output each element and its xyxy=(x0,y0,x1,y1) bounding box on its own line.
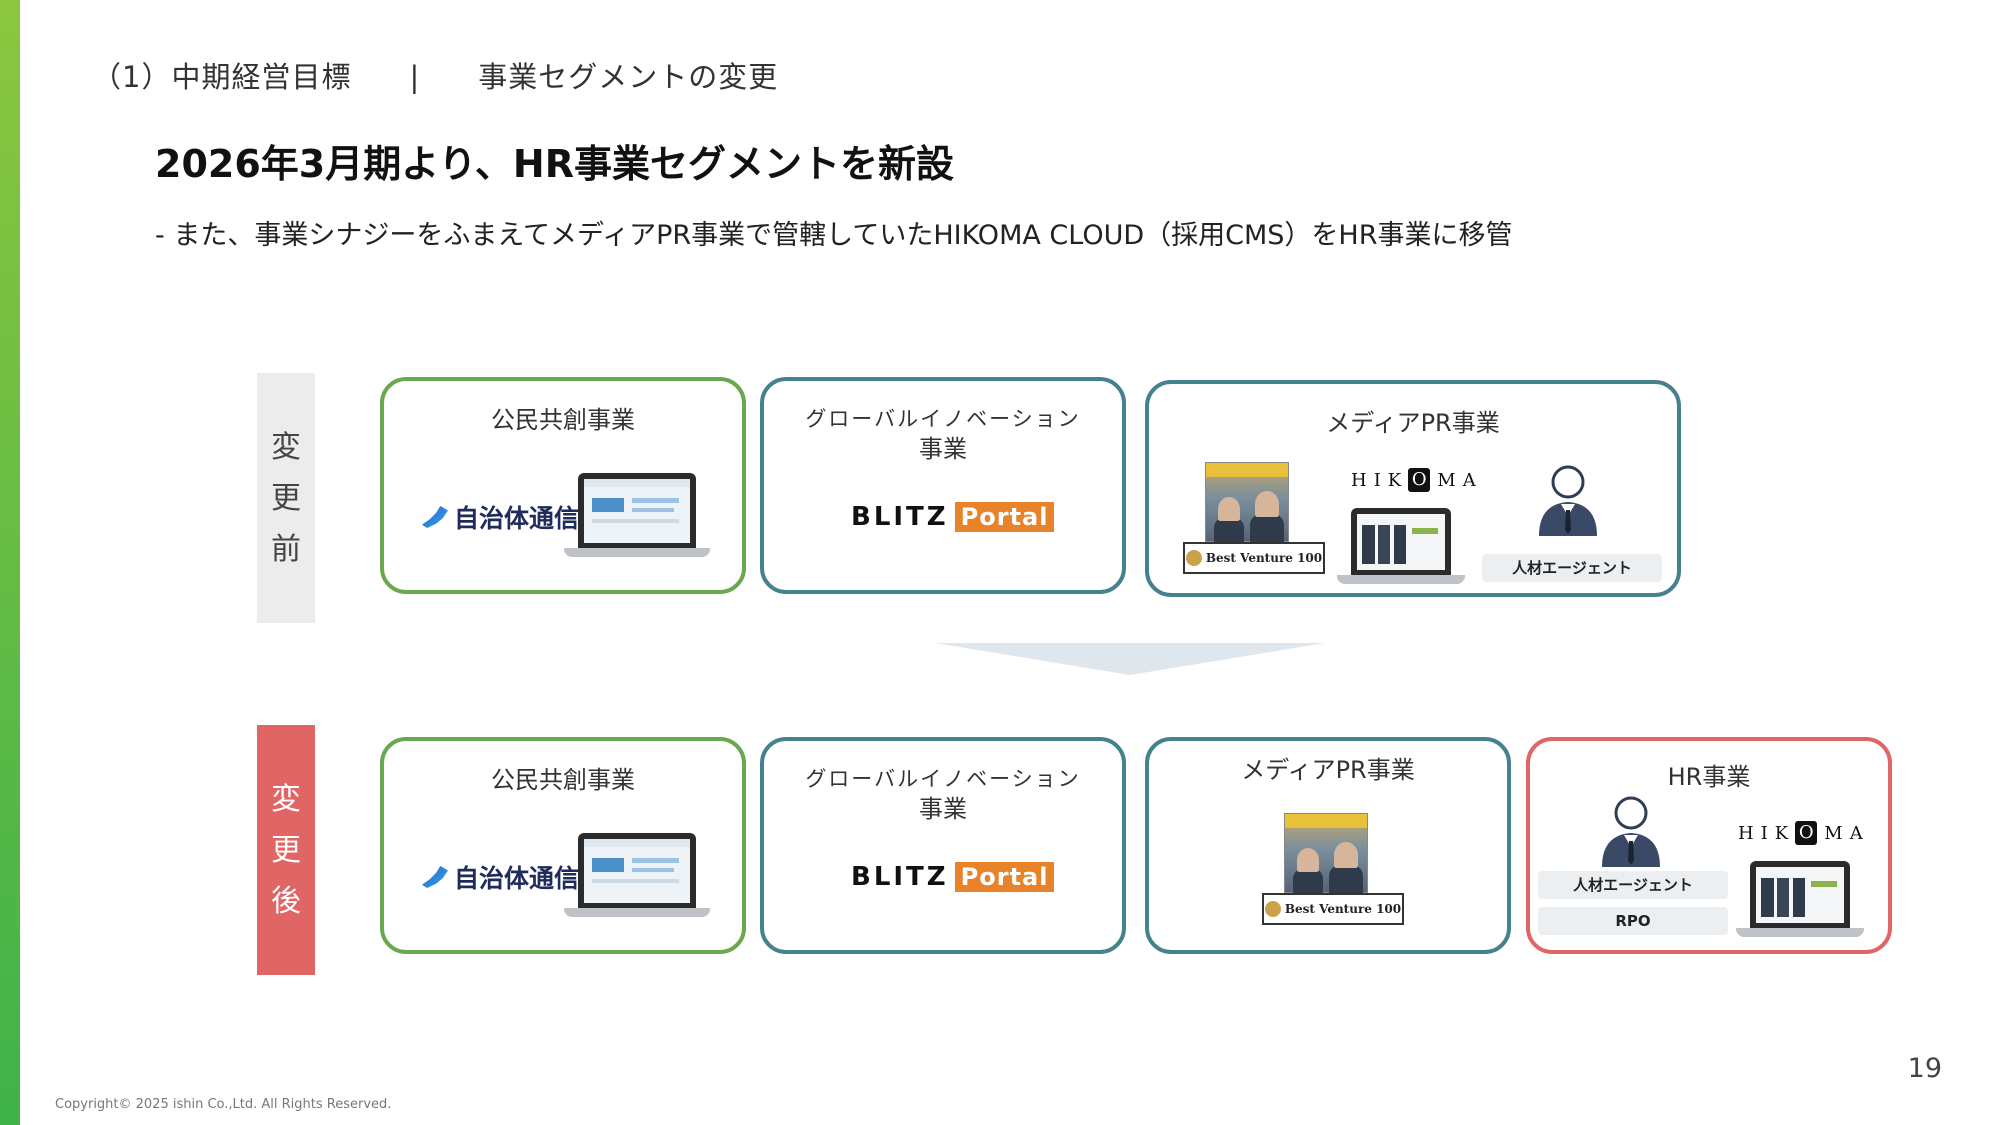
section-topic: 事業セグメントの変更 xyxy=(478,60,779,94)
card-title-line2: 事業 xyxy=(919,795,967,823)
accent-bar xyxy=(0,0,20,1125)
card-title: メディアPR事業 xyxy=(1241,756,1415,784)
magazine-image: Best Venture 100 xyxy=(1262,813,1404,925)
card-title: HR事業 xyxy=(1667,763,1751,791)
copyright: Copyright© 2025 ishin Co.,Ltd. All Right… xyxy=(55,1097,392,1112)
blitz-portal-logo: BLITZ Portal xyxy=(851,502,1055,532)
person-avatar-icon xyxy=(1602,796,1660,867)
hikoma-o: O xyxy=(1795,821,1818,845)
card-public-after: 公民共創事業 自治体通信 xyxy=(380,737,746,954)
portal-text: Portal xyxy=(954,502,1055,532)
card-media-after: メディアPR事業 Best Venture 100 xyxy=(1145,737,1511,954)
section-label: （1）中期経営目標 xyxy=(92,60,352,94)
agent-label: 人材エージェント xyxy=(1482,554,1662,582)
logo-text: 自治体通信 xyxy=(454,504,580,533)
laptop-image xyxy=(1337,508,1465,584)
hikoma-o: O xyxy=(1408,468,1431,492)
person-avatar-icon xyxy=(1539,465,1597,536)
card-title-line2: 事業 xyxy=(919,435,967,463)
card-title: メディアPR事業 xyxy=(1326,409,1500,437)
laptop-image xyxy=(1736,861,1864,937)
label-char: 後 xyxy=(271,883,301,919)
card-public-before: 公民共創事業 自治体通信 xyxy=(380,377,746,594)
japan-map-icon xyxy=(422,506,448,528)
rpo-label: RPO xyxy=(1538,907,1728,935)
card-global-before: グローバルイノベーション 事業 BLITZ Portal xyxy=(760,377,1126,594)
label-char: 更 xyxy=(271,832,301,868)
jichitai-tsushin-logo: 自治体通信 xyxy=(422,859,579,895)
section-header: （1）中期経営目標 | 事業セグメントの変更 xyxy=(92,54,778,96)
logo-text: 自治体通信 xyxy=(454,864,580,893)
label-char: 前 xyxy=(271,531,301,567)
hikoma-suffix: MA xyxy=(1824,822,1870,844)
card-title-line1: グローバルイノベーション xyxy=(805,767,1081,791)
row-label-after: 変 更 後 xyxy=(257,725,315,975)
label-char: 変 xyxy=(271,429,301,465)
label-char: 変 xyxy=(271,781,301,817)
magazine-badge-text: Best Venture 100 xyxy=(1284,902,1402,916)
page-subtitle: - また、事業シナジーをふまえてメディアPR事業で管轄していたHIKOMA CL… xyxy=(155,220,1513,251)
award-badge-icon xyxy=(1185,550,1202,566)
hikoma-suffix: MA xyxy=(1437,469,1483,491)
header-separator: | xyxy=(409,60,421,94)
laptop-image xyxy=(564,473,710,557)
hikoma-prefix: HIK xyxy=(1738,822,1796,844)
laptop-image xyxy=(564,833,710,917)
card-title-line1: グローバルイノベーション xyxy=(805,407,1081,431)
page-number: 19 xyxy=(1907,1053,1942,1084)
hikoma-prefix: HIK xyxy=(1351,469,1409,491)
card-title: 公民共創事業 xyxy=(491,406,635,434)
label-char: 更 xyxy=(271,480,301,516)
magazine-image: Best Venture 100 xyxy=(1183,462,1325,574)
award-badge-icon xyxy=(1264,901,1281,917)
agent-label: 人材エージェント xyxy=(1538,871,1728,899)
jichitai-tsushin-logo: 自治体通信 xyxy=(422,499,579,535)
portal-text: Portal xyxy=(954,862,1055,892)
blitz-text: BLITZ xyxy=(851,502,949,532)
card-global-after: グローバルイノベーション 事業 BLITZ Portal xyxy=(760,737,1126,954)
card-title: 公民共創事業 xyxy=(491,766,635,794)
magazine-badge-text: Best Venture 100 xyxy=(1205,551,1323,565)
blitz-text: BLITZ xyxy=(851,862,949,892)
down-arrow-icon xyxy=(935,643,1325,675)
row-label-before: 変 更 前 xyxy=(257,373,315,623)
japan-map-icon xyxy=(422,866,448,888)
blitz-portal-logo: BLITZ Portal xyxy=(851,862,1055,892)
page-title: 2026年3月期より、HR事業セグメントを新設 xyxy=(155,142,954,186)
